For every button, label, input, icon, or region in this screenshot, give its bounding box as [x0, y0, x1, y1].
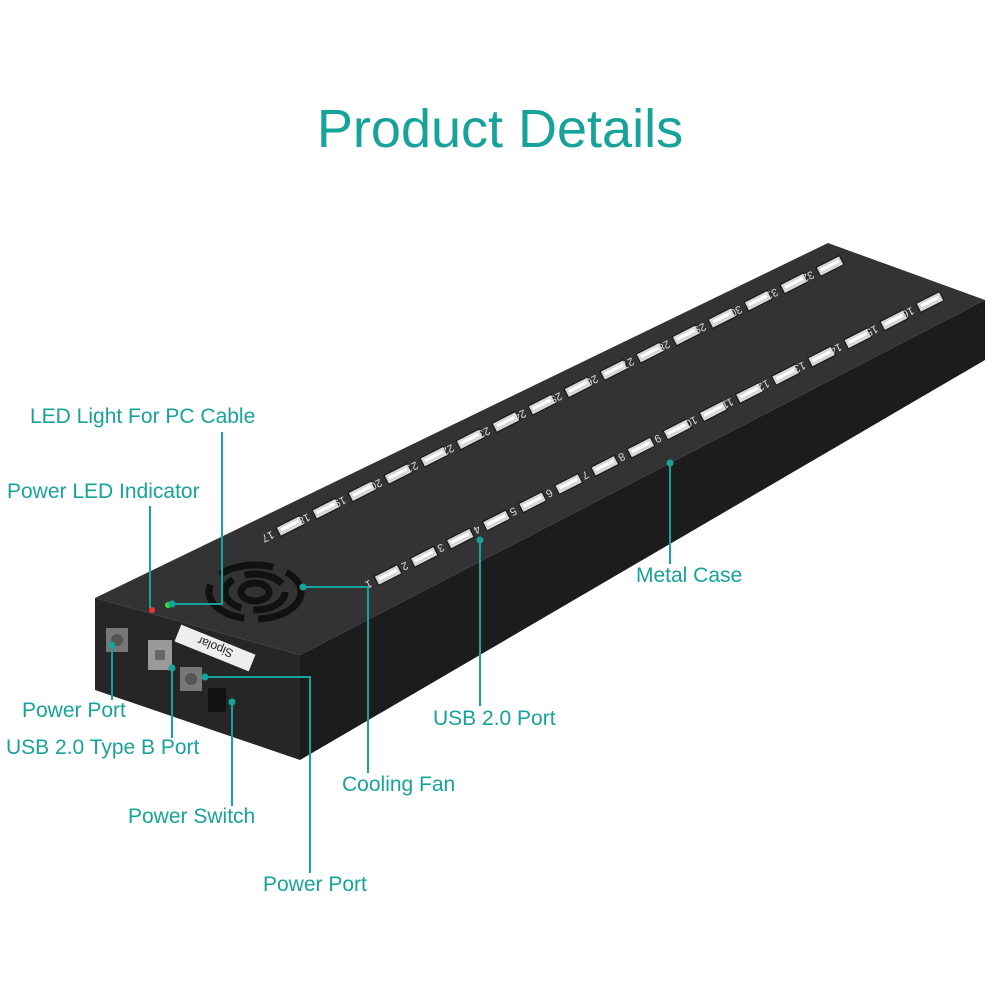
port-number-11: 11: [720, 395, 736, 411]
callout-cooling-fan: Cooling Fan: [342, 773, 456, 796]
usb-port-26: [599, 358, 629, 382]
port-number-2: 2: [399, 559, 410, 572]
usb-port-22: [455, 428, 485, 451]
callout-power-port-2: Power Port: [263, 873, 367, 896]
callout-power-port: Power Port: [22, 699, 126, 722]
usb-port-11: [734, 381, 764, 405]
usb-port-10: [698, 400, 728, 423]
port-number-21: 21: [403, 459, 419, 475]
usb-port-17: [275, 514, 305, 538]
usb-port-4: [481, 509, 511, 532]
port-number-14: 14: [827, 340, 843, 356]
port-number-3: 3: [435, 541, 446, 554]
callout-usb-type-b: USB 2.0 Type B Port: [6, 736, 200, 759]
callout-power-led: Power LED Indicator: [7, 480, 200, 503]
usb-port-21: [419, 445, 449, 468]
usb-port-24: [527, 393, 557, 416]
port-number-13: 13: [791, 359, 807, 375]
port-number-7: 7: [580, 468, 591, 481]
usb-port-18: [311, 497, 341, 520]
port-number-4: 4: [471, 522, 482, 535]
callout-power-switch: Power Switch: [128, 805, 256, 828]
port-number-26: 26: [583, 372, 599, 388]
usb-port-2: [409, 545, 439, 568]
usb-port-1: [373, 563, 403, 587]
usb-port-31: [779, 272, 809, 295]
port-number-17: 17: [259, 528, 275, 544]
port-number-27: 27: [619, 355, 635, 371]
power-led-icon: [149, 607, 155, 613]
port-number-10: 10: [683, 413, 699, 429]
usb-port-13: [807, 345, 837, 368]
port-number-20: 20: [367, 476, 383, 492]
port-number-5: 5: [507, 504, 518, 517]
port-number-22: 22: [439, 441, 455, 457]
port-number-28: 28: [655, 337, 671, 353]
usb-port-15: [879, 309, 909, 332]
cooling-fan-icon: [205, 561, 305, 623]
port-number-31: 31: [763, 285, 779, 301]
port-number-8: 8: [616, 450, 627, 463]
usb-port-23: [491, 410, 521, 434]
port-number-25: 25: [547, 389, 563, 405]
usb-port-7: [590, 454, 620, 477]
usb-port-8: [626, 436, 656, 459]
port-number-9: 9: [652, 431, 663, 444]
port-number-19: 19: [331, 493, 347, 509]
power-switch: [208, 688, 226, 712]
usb-port-5: [518, 491, 548, 514]
page-title: Product Details: [316, 99, 684, 159]
port-number-1: 1: [363, 577, 374, 590]
callout-metal-case: Metal Case: [636, 564, 743, 587]
usb-port-28: [671, 324, 701, 347]
top-face: [95, 243, 985, 655]
usb-port-25: [563, 376, 593, 399]
usb-port-12: [770, 363, 800, 386]
port-number-16: 16: [899, 304, 915, 320]
usb-port-32: [815, 254, 845, 278]
side-face: [300, 300, 985, 760]
callout-led-pc-cable: LED Light For PC Cable: [30, 405, 256, 428]
port-number-6: 6: [544, 486, 555, 499]
port-number-30: 30: [727, 303, 743, 319]
leader-lines: [111, 432, 671, 873]
port-number-18: 18: [295, 511, 311, 527]
usb-port-30: [743, 289, 773, 312]
usb-port-3: [445, 527, 475, 550]
port-number-15: 15: [863, 322, 879, 338]
usb-port-9: [662, 418, 692, 441]
port-number-29: 29: [691, 320, 707, 336]
port-number-32: 32: [799, 268, 815, 284]
callout-usb-port: USB 2.0 Port: [433, 707, 556, 730]
port-number-12: 12: [755, 377, 771, 393]
usb-port-20: [383, 462, 413, 486]
usb-port-19: [347, 480, 377, 503]
usb-port-29: [707, 306, 737, 330]
port-number-23: 23: [475, 424, 491, 440]
usb-port-14: [843, 327, 873, 350]
usb-port-16: [915, 290, 945, 314]
usb-port-6: [554, 472, 584, 496]
port-number-24: 24: [511, 407, 527, 423]
usb-port-27: [635, 341, 665, 364]
